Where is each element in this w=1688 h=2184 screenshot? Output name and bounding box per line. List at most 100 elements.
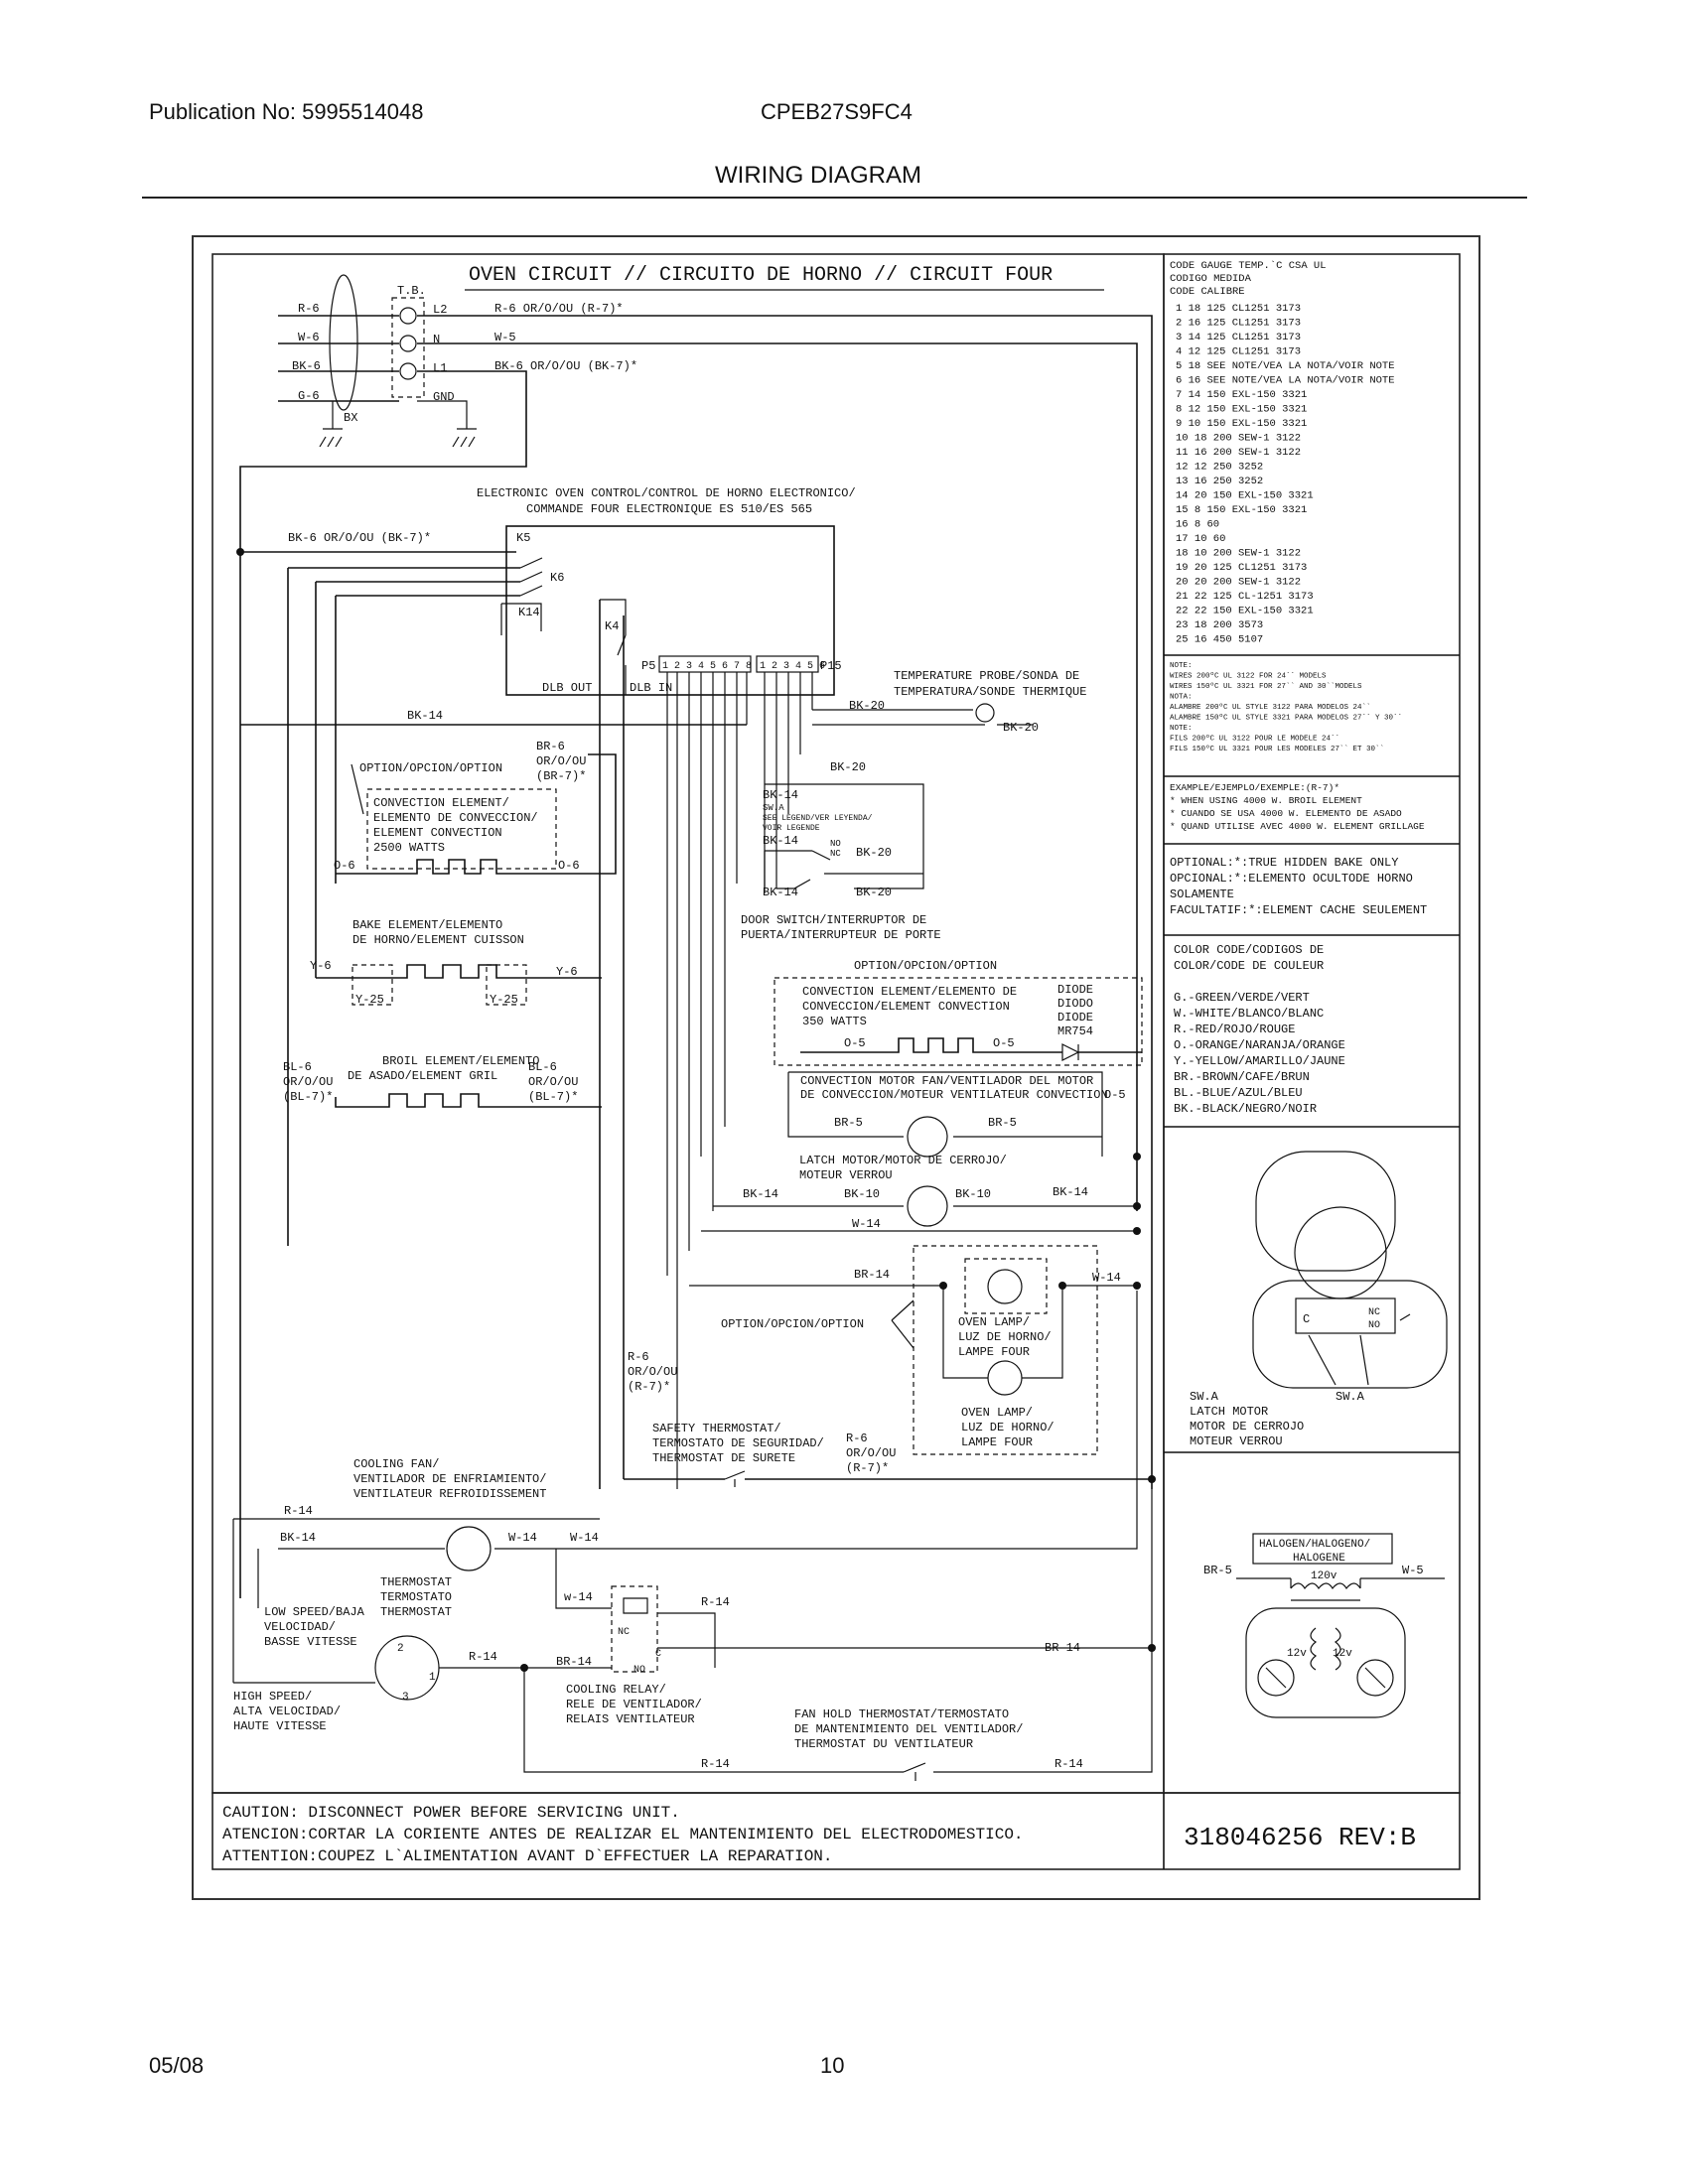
oven-circuit-frame <box>211 253 1165 1794</box>
bk14-dlb-label: BK-14 <box>407 709 443 723</box>
electronic-oven-control <box>505 525 835 696</box>
relay-w14: w-14 <box>564 1590 593 1604</box>
probe-bk20-a: BK-20 <box>849 699 885 713</box>
table-row: 18 10 200 SEW-1 3122 <box>1176 548 1301 560</box>
svg-text:C: C <box>655 1649 661 1660</box>
k6-label: K6 <box>550 571 564 585</box>
fan-r14: R-14 <box>284 1504 313 1518</box>
p5-label: P5 <box>641 659 655 673</box>
oven-lamp-icon-2 <box>987 1360 1023 1396</box>
high-speed-label-2: ALTA VELOCIDAD/ <box>233 1705 341 1718</box>
example-line: EXAMPLE/EJEMPLO/EXEMPLE:(R-7)* <box>1170 782 1339 793</box>
lamp-w14: W-14 <box>1092 1271 1121 1285</box>
note-line: WIRES 200ºC UL 3122 FOR 24`` MODELS <box>1170 672 1327 681</box>
table-row: 2 16 125 CL1251 3173 <box>1176 318 1301 330</box>
o5-motor: O-5 <box>1104 1088 1126 1102</box>
tb-n: N <box>433 333 440 346</box>
cord-r6: R-6 <box>298 302 320 316</box>
conv-2500-label-2: ELEMENTO DE CONVECCION/ <box>373 811 538 825</box>
n-wire-label: W-5 <box>494 331 516 344</box>
fan-hold-label-1: FAN HOLD THERMOSTAT/TERMOSTATO <box>794 1707 1009 1721</box>
halogen-br5: BR-5 <box>1203 1564 1232 1577</box>
optional-line: FACULTATIF:*:ELEMENT CACHE SEULEMENT <box>1170 903 1427 917</box>
caution-line-1: CAUTION: DISCONNECT POWER BEFORE SERVICI… <box>222 1804 680 1822</box>
eoc-label-1: ELECTRONIC OVEN CONTROL/CONTROL DE HORNO… <box>477 486 856 500</box>
conv-350-label-2: CONVECCION/ELEMENT CONVECTION <box>802 1000 1010 1014</box>
table-row: 20 20 200 SEW-1 3122 <box>1176 577 1301 589</box>
cooling-fan-icon <box>446 1526 492 1571</box>
door-swa: SW.A <box>763 803 784 813</box>
conv-motor-label-1: CONVECTION MOTOR FAN/VENTILADOR DEL MOTO… <box>800 1074 1093 1088</box>
door-bk20-b: BK-20 <box>856 846 892 860</box>
fan-hold-label-3: THERMOSTAT DU VENTILATEUR <box>794 1737 973 1751</box>
door-swa-note2: VOIR LEGENDE <box>763 824 820 833</box>
door-nc: NC <box>830 849 841 859</box>
fan-hold-thermostat-icon <box>903 1762 926 1781</box>
cooling-relay <box>611 1585 658 1673</box>
safety-r6-b: R-6 <box>846 1432 868 1445</box>
transformer-primary <box>1290 1582 1361 1590</box>
bk6-left-label: BK-6 OR/O/OU (BK-7)* <box>288 531 431 545</box>
table-row: 16 8 60 <box>1176 519 1219 531</box>
o6-left: O-6 <box>334 859 355 873</box>
cooling-fan-label-2: VENTILADOR DE ENFRIAMIENTO/ <box>353 1472 546 1486</box>
fan-w14-a: W-14 <box>508 1531 537 1545</box>
color-code-line: BL.-BLUE/AZUL/BLEU <box>1174 1086 1303 1100</box>
speed-thermostat-icon <box>374 1635 440 1701</box>
safety-ou: OR/O/OU <box>628 1365 677 1379</box>
tb-label: T.B. <box>397 284 426 298</box>
note-line: FILS 200ºC UL 3122 POUR LE MODELE 24`` <box>1170 735 1339 744</box>
fanhold-r14-b: R-14 <box>1055 1757 1083 1771</box>
broil-bl7-left: (BL-7)* <box>283 1090 333 1104</box>
example-block: EXAMPLE/EJEMPLO/EXEMPLE:(R-7)** WHEN USI… <box>1170 782 1425 832</box>
lamp1-label-3: LAMPE FOUR <box>958 1345 1030 1359</box>
cord-g6: G-6 <box>298 389 320 403</box>
safety-r7-b: (R-7)* <box>846 1461 889 1475</box>
fanhold-r14-a: R-14 <box>701 1757 730 1771</box>
door-bk14-b: BK-14 <box>763 834 798 848</box>
caution-line-2: ATENCION:CORTAR LA CORIENTE ANTES DE REA… <box>222 1826 1024 1843</box>
model-number: CPEB27S9FC4 <box>761 99 913 124</box>
br6-label-3: (BR-7)* <box>536 769 586 783</box>
conv-motor-label-2: DE CONVECCION/MOTEUR VENTILATEUR CONVECT… <box>800 1088 1108 1102</box>
halogen-lamp-icon-1 <box>1257 1659 1295 1697</box>
br6-label-2: OR/O/OU <box>536 754 586 768</box>
safety-r6: R-6 <box>628 1350 649 1364</box>
header-rule <box>142 197 1527 199</box>
caution-line-3: ATTENTION:COUPEZ L`ALIMENTATION AVANT D`… <box>222 1847 833 1865</box>
transformer-secondary <box>1310 1627 1341 1671</box>
table-row: 11 16 200 SEW-1 3122 <box>1176 447 1301 459</box>
latch-motor-label-1: LATCH MOTOR/MOTOR DE CERROJO/ <box>799 1154 1007 1167</box>
p5-pins: 1 2 3 4 5 6 7 8 <box>662 661 752 672</box>
halogen-12v-b: 12v <box>1333 1648 1352 1660</box>
speed-r14: R-14 <box>469 1650 497 1664</box>
dlb-in-label: DLB IN <box>630 681 672 695</box>
door-bk20-c: BK-20 <box>856 886 892 899</box>
table-row: 4 12 125 CL1251 3173 <box>1176 346 1301 358</box>
probe-bk20-b: BK-20 <box>1003 721 1039 735</box>
fan-bk14: BK-14 <box>280 1531 316 1545</box>
table-row: 23 18 200 3573 <box>1176 619 1263 631</box>
br6-label-1: BR-6 <box>536 740 565 753</box>
broil-bl7-right: (BL-7)* <box>528 1090 578 1104</box>
table-row: 19 20 125 CL1251 3173 <box>1176 562 1307 574</box>
p15-pins: 1 2 3 4 5 6 <box>760 661 825 672</box>
option-label-2: OPTION/OPCION/OPTION <box>854 959 997 973</box>
note-line: ALAMBRE 150ºC UL STYLE 3321 PARA MODELOS… <box>1170 714 1402 723</box>
bake-label-2: DE HORNO/ELEMENT CUISSON <box>352 933 524 947</box>
latch-legend-4: MOTEUR VERROU <box>1190 1434 1283 1448</box>
caution-frame <box>211 1792 1461 1870</box>
latch-w14: W-14 <box>852 1217 881 1231</box>
tb-l2: L2 <box>433 303 447 317</box>
relay-nc: NC <box>618 1627 630 1638</box>
temp-probe-label-1: TEMPERATURE PROBE/SONDA DE <box>894 669 1079 683</box>
safety-thermostat-icon <box>724 1470 746 1487</box>
diode-label-3: DIODE <box>1057 1011 1093 1024</box>
note-line: ALAMBRE 200ºC UL STYLE 3122 PARA MODELOS… <box>1170 703 1371 712</box>
halogen-12v-a: 12v <box>1287 1648 1307 1660</box>
p15-label: P15 <box>820 659 842 673</box>
diode-label-2: DIODO <box>1057 997 1093 1011</box>
svg-text:1: 1 <box>429 1672 436 1684</box>
table-header-2: CODIGO MEDIDA <box>1170 273 1252 285</box>
